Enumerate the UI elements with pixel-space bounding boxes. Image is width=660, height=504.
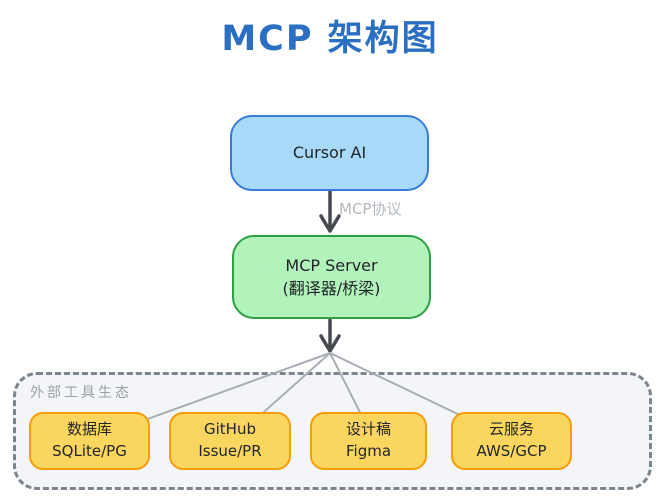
tool-node-figma: 设计稿 Figma: [310, 412, 427, 470]
tool-node-github: GitHub Issue/PR: [169, 412, 291, 470]
tool-cloud-line2: AWS/GCP: [476, 442, 547, 460]
arrow-cursor-to-server: [319, 189, 341, 233]
diagram-title: MCP 架构图: [221, 19, 439, 59]
tool-cloud-line1: 云服务: [488, 420, 534, 439]
cursor-ai-label: Cursor AI: [292, 143, 367, 163]
tool-node-cloud: 云服务 AWS/GCP: [451, 412, 572, 470]
mcp-server-node: MCP Server (翻译器/桥梁): [232, 235, 431, 319]
mcp-server-label-line2: (翻译器/桥梁): [282, 279, 381, 298]
mcp-server-label-line1: MCP Server: [285, 255, 378, 275]
cursor-ai-node: Cursor AI: [230, 115, 429, 191]
tool-figma-line1: 设计稿: [345, 420, 391, 439]
tool-figma-line2: Figma: [345, 442, 392, 460]
tool-github-line2: Issue/PR: [198, 442, 262, 460]
tool-node-database: 数据库 SQLite/PG: [29, 412, 150, 470]
edge-label-mcp-protocol: MCP协议: [339, 200, 402, 218]
arrow-server-to-tools: [319, 318, 341, 353]
tool-database-line2: SQLite/PG: [52, 442, 127, 460]
tool-database-line1: 数据库: [66, 420, 112, 439]
tool-github-line1: GitHub: [204, 420, 256, 439]
external-tools-container-label: 外部工具生态: [30, 385, 132, 401]
